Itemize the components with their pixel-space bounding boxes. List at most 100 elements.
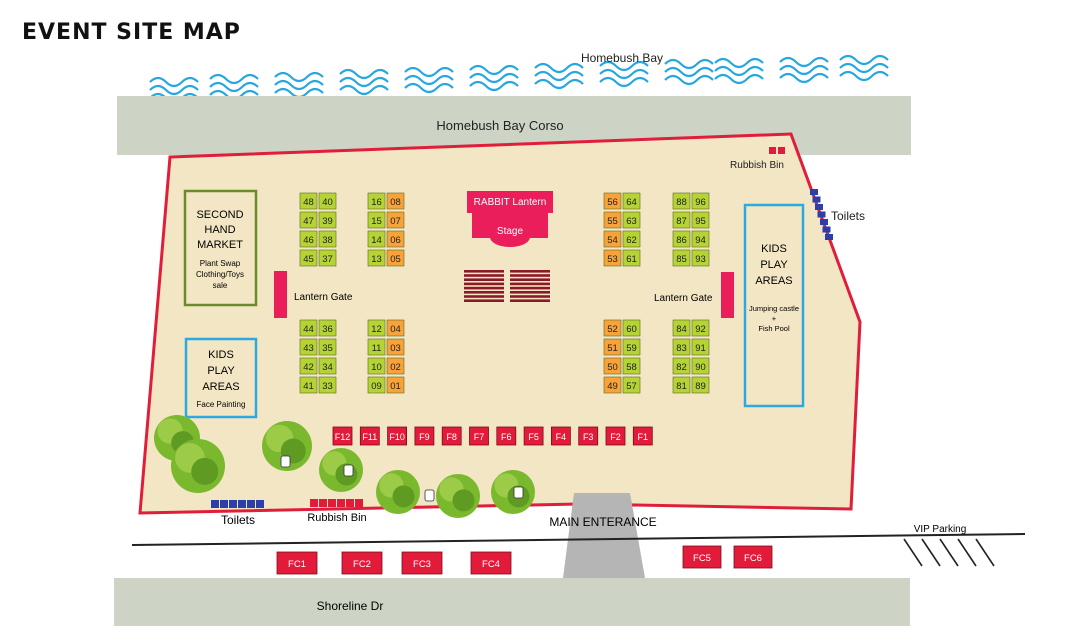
rubbish-bin-top-label: Rubbish Bin <box>730 160 784 171</box>
vip-parking-spaces <box>903 538 995 567</box>
stall-box <box>386 192 405 210</box>
stall-box <box>672 192 691 210</box>
stall-number: 02 <box>390 362 401 373</box>
event-site-area <box>138 132 862 515</box>
vip-parking-label: VIP Parking <box>914 524 967 535</box>
stall-box <box>603 211 622 229</box>
seat-row <box>510 299 550 302</box>
stall-box <box>672 376 691 394</box>
food-cart-box <box>276 551 318 575</box>
rubbish-bin <box>319 499 327 507</box>
food-stall-box <box>605 426 626 446</box>
stall-box <box>386 249 405 267</box>
toilet-block <box>220 500 228 508</box>
food-cart-label: FC3 <box>413 559 431 570</box>
kids-left-sub-1: Face Painting <box>197 400 246 409</box>
tree-shade <box>191 457 219 485</box>
kids-right-sub-2: + <box>772 314 777 323</box>
food-cart-box <box>470 551 512 575</box>
stall-box <box>386 211 405 229</box>
wave-line <box>534 70 584 82</box>
stall-number: 34 <box>322 362 333 373</box>
rabbit-lantern-icon <box>343 464 354 477</box>
rubbish-bin-bottom-label: Rubbish Bin <box>307 512 366 524</box>
stall-number: 13 <box>371 254 382 265</box>
parking-space-line <box>921 538 941 567</box>
stall-box <box>691 357 710 375</box>
stall-box <box>603 230 622 248</box>
wave-line <box>839 62 889 74</box>
stall-number: 15 <box>371 216 382 227</box>
food-stall-label: F7 <box>474 432 485 442</box>
toilets-right <box>810 189 833 240</box>
stall-box <box>318 376 337 394</box>
wave-line <box>339 68 389 80</box>
stall-box <box>603 319 622 337</box>
wave-line <box>404 66 454 78</box>
wave-line <box>274 79 324 91</box>
stall-box <box>367 376 386 394</box>
wave-line <box>534 62 584 74</box>
stall-box <box>622 211 641 229</box>
stall-number: 39 <box>322 216 333 227</box>
wave-line <box>149 84 199 96</box>
tree-shade <box>452 489 475 512</box>
seat-row <box>510 286 550 290</box>
seat-row <box>510 295 550 298</box>
stall-box <box>622 319 641 337</box>
stall-box <box>691 319 710 337</box>
audience-seating <box>464 270 550 302</box>
food-stall-box <box>578 426 599 446</box>
stall-number: 51 <box>607 343 618 354</box>
stall-number: 60 <box>626 324 637 335</box>
stall-box <box>622 249 641 267</box>
stall-box <box>299 338 318 356</box>
stall-box <box>318 338 337 356</box>
stall-number: 81 <box>676 381 687 392</box>
water-waves <box>149 54 889 104</box>
wave-line <box>779 64 829 76</box>
stall-box <box>691 192 710 210</box>
stall-box <box>299 230 318 248</box>
stall-box <box>367 230 386 248</box>
seat-row <box>510 278 550 281</box>
stall-box <box>672 249 691 267</box>
stall-number: 05 <box>390 254 401 265</box>
food-cart-label: FC2 <box>353 559 371 570</box>
trees <box>154 415 535 518</box>
kids-left-line-3: AREAS <box>202 381 239 393</box>
stall-number: 01 <box>390 381 401 392</box>
stall-box <box>603 338 622 356</box>
second-hand-market-box <box>183 189 258 307</box>
stall-box <box>672 319 691 337</box>
stall-number: 56 <box>607 197 618 208</box>
stall-box <box>603 376 622 394</box>
stall-box <box>367 357 386 375</box>
food-cart-label: FC1 <box>288 559 306 570</box>
stall-number: 45 <box>303 254 314 265</box>
seat-row <box>464 291 504 294</box>
stall-box <box>386 376 405 394</box>
wave-line <box>599 68 649 80</box>
seat-row <box>510 274 550 277</box>
food-stall-label: F5 <box>528 432 539 442</box>
stall-number: 96 <box>695 197 706 208</box>
toilet-block <box>256 500 264 508</box>
parking-space-line <box>975 538 995 567</box>
kids-right-line-3: AREAS <box>755 275 792 287</box>
food-stall-label: F9 <box>419 432 430 442</box>
stall-box <box>367 211 386 229</box>
lantern-gate-left-label: Lantern Gate <box>294 292 353 303</box>
stall-box <box>299 192 318 210</box>
stall-number: 16 <box>371 197 382 208</box>
stall-number: 37 <box>322 254 333 265</box>
stall-number: 92 <box>695 324 706 335</box>
lantern-gate-right <box>721 272 734 318</box>
stall-box <box>318 249 337 267</box>
rubbish-bin <box>337 499 345 507</box>
stall-box <box>672 211 691 229</box>
toilet-block <box>238 500 246 508</box>
rubbish-bin-top-1 <box>769 147 776 154</box>
stall-number: 52 <box>607 324 618 335</box>
